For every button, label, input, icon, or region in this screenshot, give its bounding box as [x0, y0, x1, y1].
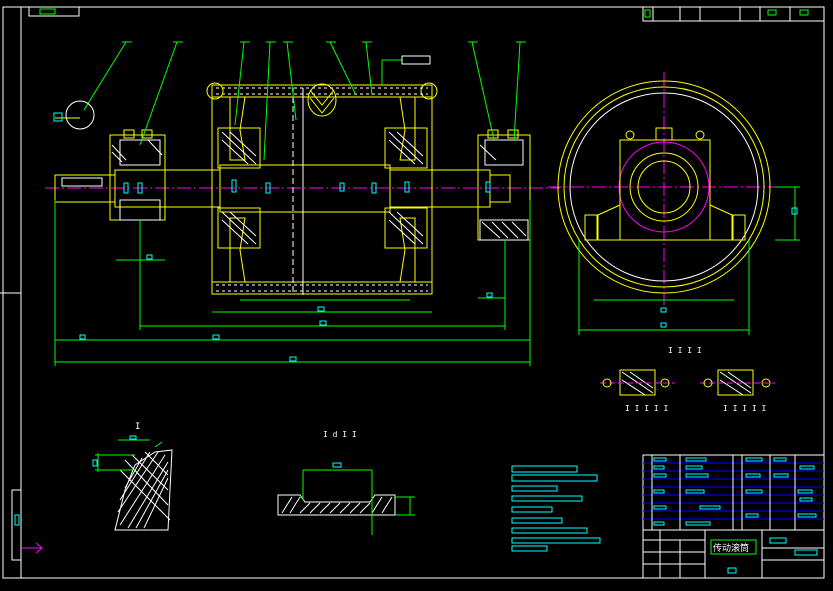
bearing-section-label-right: I I I I I — [723, 404, 767, 413]
dimension-lines — [54, 200, 531, 366]
detail-circle — [53, 100, 95, 130]
drum-side-view — [548, 72, 800, 335]
end-disc-left — [217, 96, 261, 283]
drum-front-section — [45, 82, 560, 295]
top-left-tag — [28, 6, 80, 17]
cross-section-strip — [277, 462, 415, 535]
bearing-section-label-top: I I I I — [668, 346, 702, 355]
title-block — [642, 529, 825, 579]
end-disc-right — [384, 96, 428, 283]
bearing-detail-left — [600, 369, 675, 396]
cross-section-view-label: I d I I — [323, 430, 357, 439]
detail-i-view — [92, 435, 173, 531]
bearing-detail-right — [700, 369, 775, 396]
bearing-housing-left — [109, 129, 166, 221]
title-block-drawing-name: 传动滚筒 — [713, 544, 750, 554]
callout-leaders — [83, 41, 526, 161]
drum-shell — [206, 82, 438, 295]
technical-notes-block — [511, 465, 601, 552]
bearing-section-label-left: I I I I I — [625, 404, 669, 413]
bearing-housing-right — [477, 129, 531, 241]
top-right-header — [642, 6, 825, 22]
drawing-frame — [0, 6, 825, 579]
parts-list-grid — [642, 454, 825, 531]
left-margin-marks — [11, 489, 43, 561]
detail-i-label: I — [135, 422, 141, 432]
